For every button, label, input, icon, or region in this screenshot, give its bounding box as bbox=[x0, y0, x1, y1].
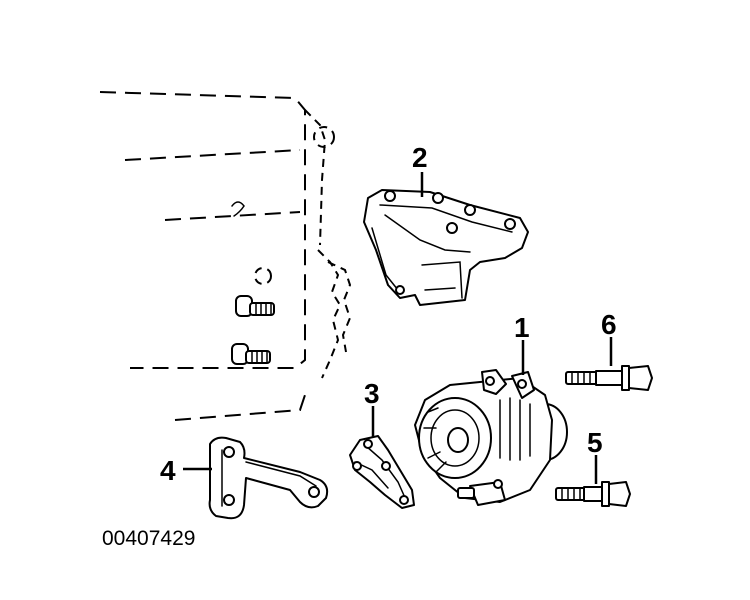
callout-2: 2 bbox=[412, 142, 428, 173]
callout-5: 5 bbox=[587, 427, 603, 458]
alternator-part bbox=[414, 369, 568, 506]
lower-bolt-part bbox=[555, 481, 631, 507]
callout-3: 3 bbox=[364, 378, 380, 409]
upper-bracket-part bbox=[363, 189, 529, 306]
upper-bolt-part bbox=[565, 365, 653, 391]
engine-block-outline bbox=[99, 91, 352, 421]
engine-stud-upper bbox=[235, 295, 275, 317]
diagram-reference-number: 00407429 bbox=[102, 527, 195, 550]
lower-bracket-part bbox=[349, 435, 415, 509]
engine-stud-lower bbox=[231, 343, 271, 365]
support-strut-part bbox=[208, 436, 329, 520]
callout-4: 4 bbox=[160, 455, 176, 486]
callout-1: 1 bbox=[514, 312, 530, 343]
callout-6: 6 bbox=[601, 309, 617, 340]
